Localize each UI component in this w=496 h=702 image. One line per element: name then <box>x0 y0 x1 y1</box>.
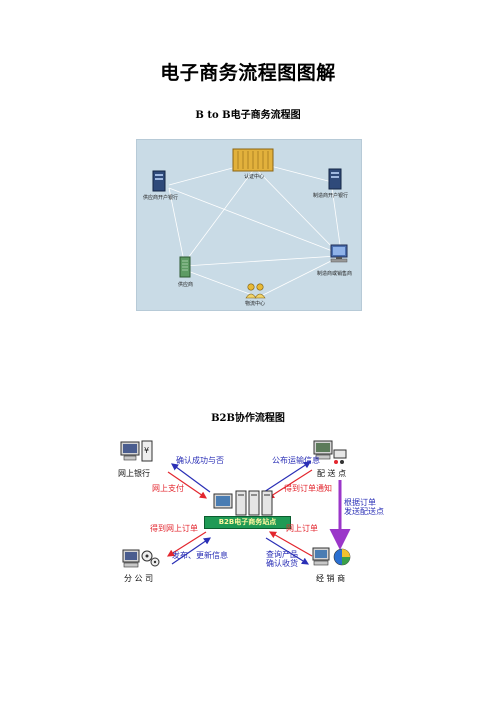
label-by-order: 根据订单 <box>344 498 376 507</box>
label-supplier-bank: 供应商开户银行 <box>143 195 179 201</box>
diagram-arrows <box>166 461 351 565</box>
b2b-collaboration-diagram: ¥ 网上银行 配 送 点 B2B电子商务站点 <box>112 434 384 584</box>
svg-text:¥: ¥ <box>144 446 149 455</box>
label-confirm-payment: 确认成功与否 <box>176 456 224 465</box>
label-send-delivery: 发送配送点 <box>344 507 384 516</box>
label-receive-order-notice: 得到订单通知 <box>284 484 332 493</box>
label-get-online-order: 得到网上订单 <box>150 524 198 533</box>
section-title-b2b-collab: B2B协作流程图 <box>211 413 285 424</box>
label-confirm-receipt: 确认收货 <box>266 559 298 568</box>
section-title-b2b-flow: B to B电子商务流程图 <box>195 110 301 121</box>
label-central-site: B2B电子商务站点 <box>204 516 291 529</box>
label-logistics: 物流中心 <box>245 301 266 307</box>
label-publish-update: 发布、更新信息 <box>172 551 228 560</box>
label-dealer: 经 销 商 <box>316 574 346 583</box>
label-supplier: 供应商 <box>178 282 194 288</box>
label-online-bank: 网上银行 <box>118 469 150 478</box>
label-query-product: 查询产品 <box>266 550 298 559</box>
label-delivery-point: 配 送 点 <box>317 469 347 478</box>
label-cert-center: 认证中心 <box>244 174 265 180</box>
label-branch: 分 公 司 <box>124 574 154 583</box>
page-title: 电子商务流程图图解 <box>160 62 336 84</box>
label-manufacturer: 制造商或销售商 <box>317 271 353 277</box>
label-manufacturer-bank: 制造商开户银行 <box>313 193 349 199</box>
label-online-payment: 网上支付 <box>152 484 184 493</box>
label-publish-transport: 公布运输信息 <box>272 456 320 465</box>
label-online-order: 网上订单 <box>286 524 318 533</box>
b2b-flow-diagram: 认证中心 供应商开户银行 制造商开户银行 供应商 <box>136 139 362 311</box>
